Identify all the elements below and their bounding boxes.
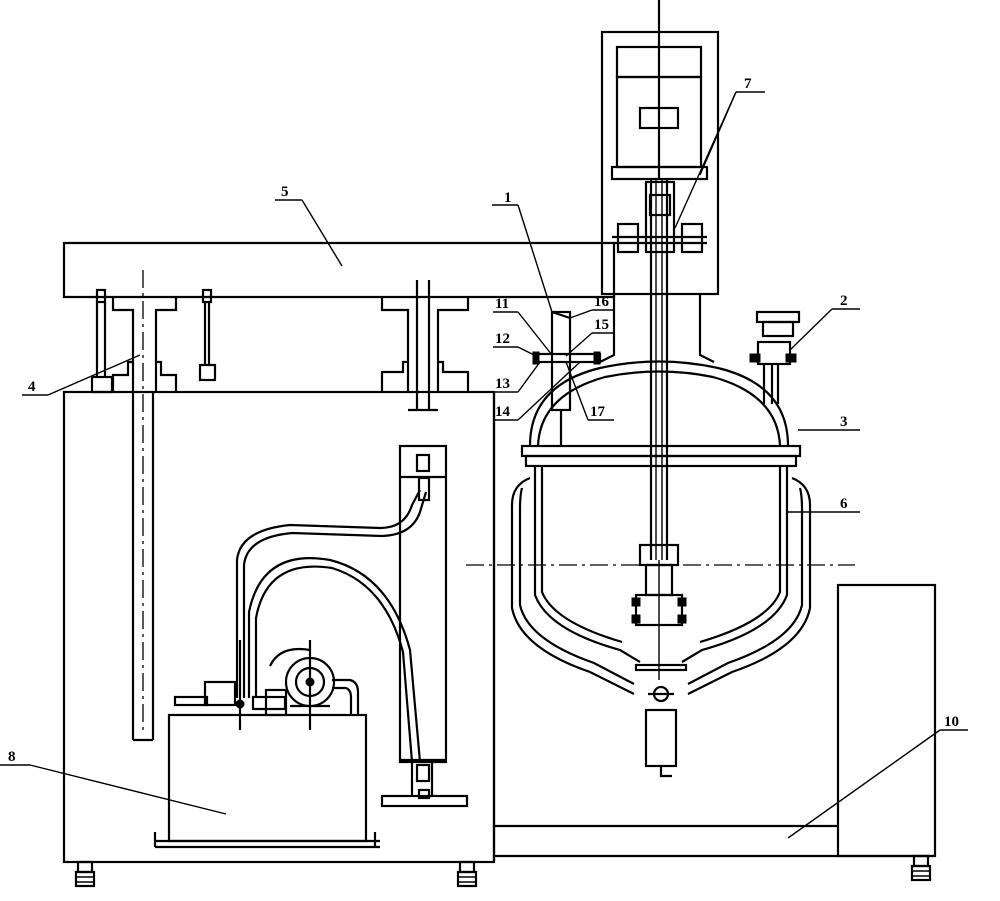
crossbeam (64, 243, 614, 297)
foot-left (76, 862, 94, 886)
label-2: 2 (840, 293, 848, 309)
bottom-discharge-valve (636, 665, 686, 776)
foot-right (912, 856, 930, 880)
label-1: 1 (504, 190, 512, 206)
head-valve-assembly (750, 312, 799, 404)
label-3: 3 (840, 414, 848, 430)
feed-port-assembly (533, 312, 600, 446)
support-feet (76, 856, 930, 886)
hydraulic-hoses (237, 490, 426, 762)
label-17: 17 (590, 404, 606, 420)
label-16: 16 (594, 294, 610, 310)
leader-lines (0, 92, 968, 838)
label-11: 11 (495, 296, 509, 312)
label-8: 8 (8, 749, 16, 765)
label-13: 13 (495, 376, 510, 392)
agitator-shaft (651, 0, 667, 680)
label-12: 12 (495, 331, 510, 347)
label-14: 14 (495, 404, 511, 420)
vessel-neck (600, 294, 714, 362)
label-15: 15 (594, 317, 609, 333)
callout-labels: 1 2 3 4 5 6 7 8 10 11 12 13 14 15 16 17 (8, 76, 959, 765)
label-4: 4 (28, 379, 36, 395)
reactor-vessel (466, 466, 855, 694)
label-6: 6 (840, 496, 848, 512)
label-7: 7 (744, 76, 752, 92)
label-10: 10 (944, 714, 959, 730)
foot-middle (458, 862, 476, 886)
hydraulic-cylinder (382, 280, 468, 806)
guide-column (92, 270, 215, 740)
label-5: 5 (281, 184, 289, 200)
hydraulic-power-unit (155, 640, 380, 847)
